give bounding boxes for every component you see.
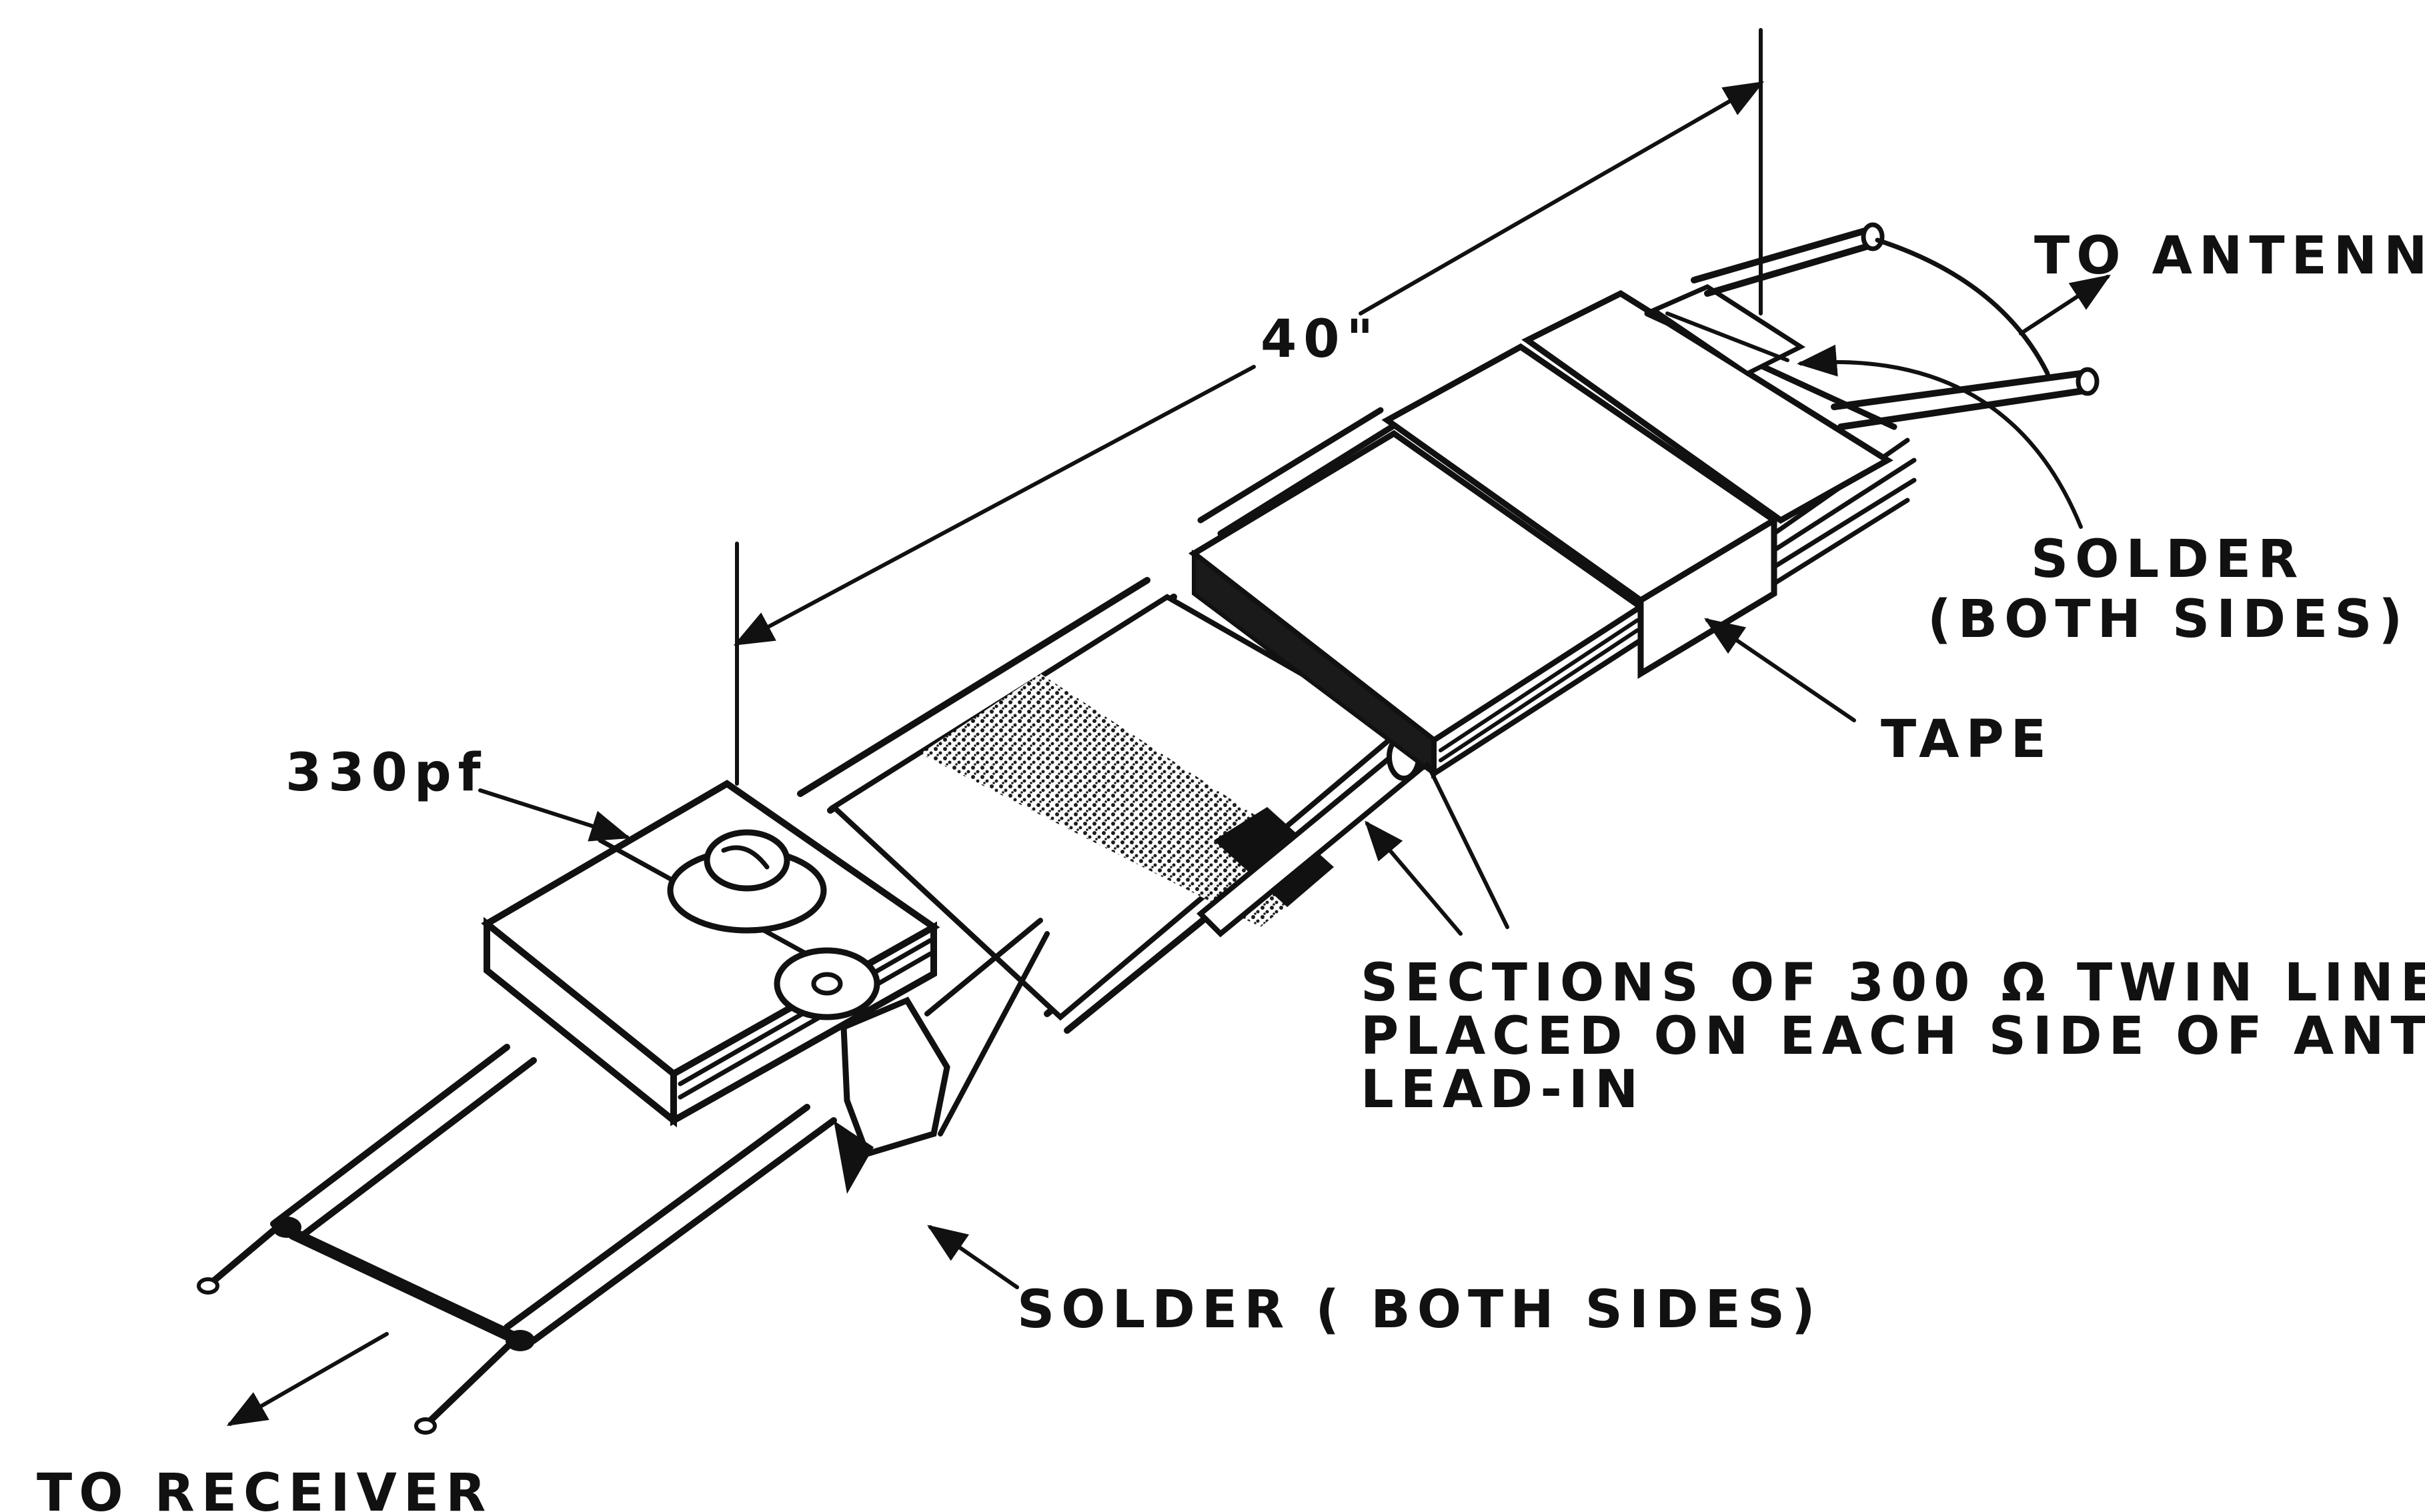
to-receiver-label: TO RECEIVER	[37, 1463, 492, 1512]
leader-lines	[226, 274, 2112, 1426]
dimension-40-inch	[733, 28, 1765, 786]
solder-lug-washer	[774, 947, 880, 1020]
lead-in-to-receiver	[197, 1044, 837, 1435]
tape-label: TAPE	[1881, 710, 2053, 770]
to-antenna-label: TO ANTENNA	[2034, 226, 2425, 286]
dimension-label: 40"	[1261, 309, 1380, 369]
solder-top-label-line2: (BOTH SIDES)	[1927, 590, 2409, 650]
solder-top-label-line1: SOLDER	[2031, 530, 2304, 590]
solder-bottom-label: SOLDER ( BOTH SIDES)	[1017, 1280, 1822, 1340]
twin-line-section-right	[1521, 222, 2100, 524]
sections-label-line2: PLACED ON EACH SIDE OF ANT	[1361, 1006, 2425, 1066]
sections-label-line1: SECTIONS OF 300 Ω TWIN LINE	[1361, 953, 2425, 1013]
capacitor-label: 330pf	[285, 743, 488, 803]
capacitor-330pf	[481, 780, 1050, 1194]
sections-label-line3: LEAD-IN	[1361, 1060, 1645, 1120]
